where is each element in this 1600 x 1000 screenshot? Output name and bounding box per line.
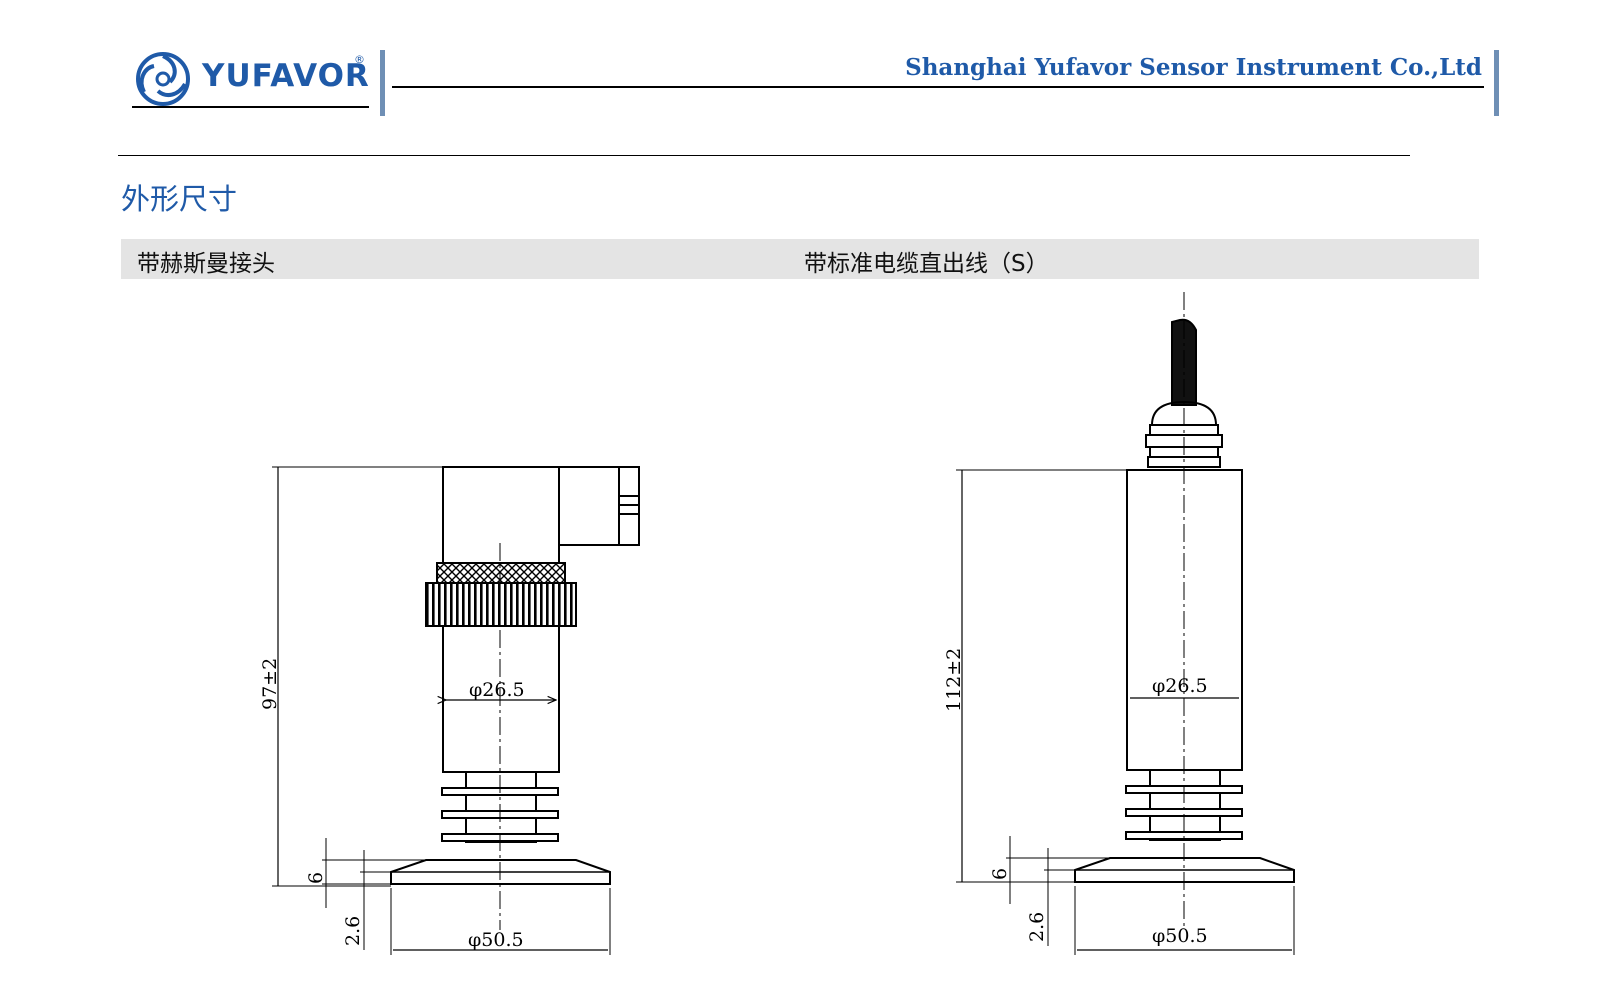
body-diameter-label: φ26.5: [1152, 675, 1208, 697]
registered-mark: ®: [354, 53, 365, 66]
variant-label-cable: 带标准电缆直出线（S）: [804, 251, 1049, 277]
flange-diameter-label: φ50.5: [468, 929, 524, 951]
section-title: 外形尺寸: [121, 182, 238, 216]
ribbed-nut: [425, 582, 577, 627]
flange-thickness-label: 6: [989, 868, 1011, 880]
brand-name: YUFAVOR: [202, 58, 370, 94]
header-accent-bar-left: [380, 50, 385, 116]
drawing-hirschmann: [272, 466, 640, 955]
company-name: Shanghai Yufavor Sensor Instrument Co.,L…: [905, 54, 1482, 81]
flange-step-label: 2.6: [342, 916, 364, 946]
section-divider: [118, 155, 1410, 156]
variant-banner: 带赫斯曼接头 带标准电缆直出线（S）: [121, 239, 1479, 279]
knurled-ring: [436, 562, 566, 584]
yufavor-swirl-logo-icon: [136, 52, 190, 106]
drawing-cable-outlet: [956, 292, 1295, 955]
hirschmann-plug: [558, 466, 620, 546]
logo-underline: [132, 106, 369, 108]
header-accent-bar-right: [1494, 50, 1499, 116]
flange-step-label: 2.6: [1026, 912, 1048, 942]
height-dimension-label: 112±2: [943, 648, 965, 712]
flange-thickness-label: 6: [305, 872, 327, 884]
header-rule: [392, 86, 1484, 88]
flange-diameter-label: φ50.5: [1152, 925, 1208, 947]
variant-label-hirschmann: 带赫斯曼接头: [137, 251, 275, 277]
height-dimension-label: 97±2: [259, 658, 281, 710]
connector-housing: [442, 466, 560, 564]
company-logo: YUFAVOR ®: [132, 48, 372, 110]
body-diameter-label: φ26.5: [469, 679, 525, 701]
